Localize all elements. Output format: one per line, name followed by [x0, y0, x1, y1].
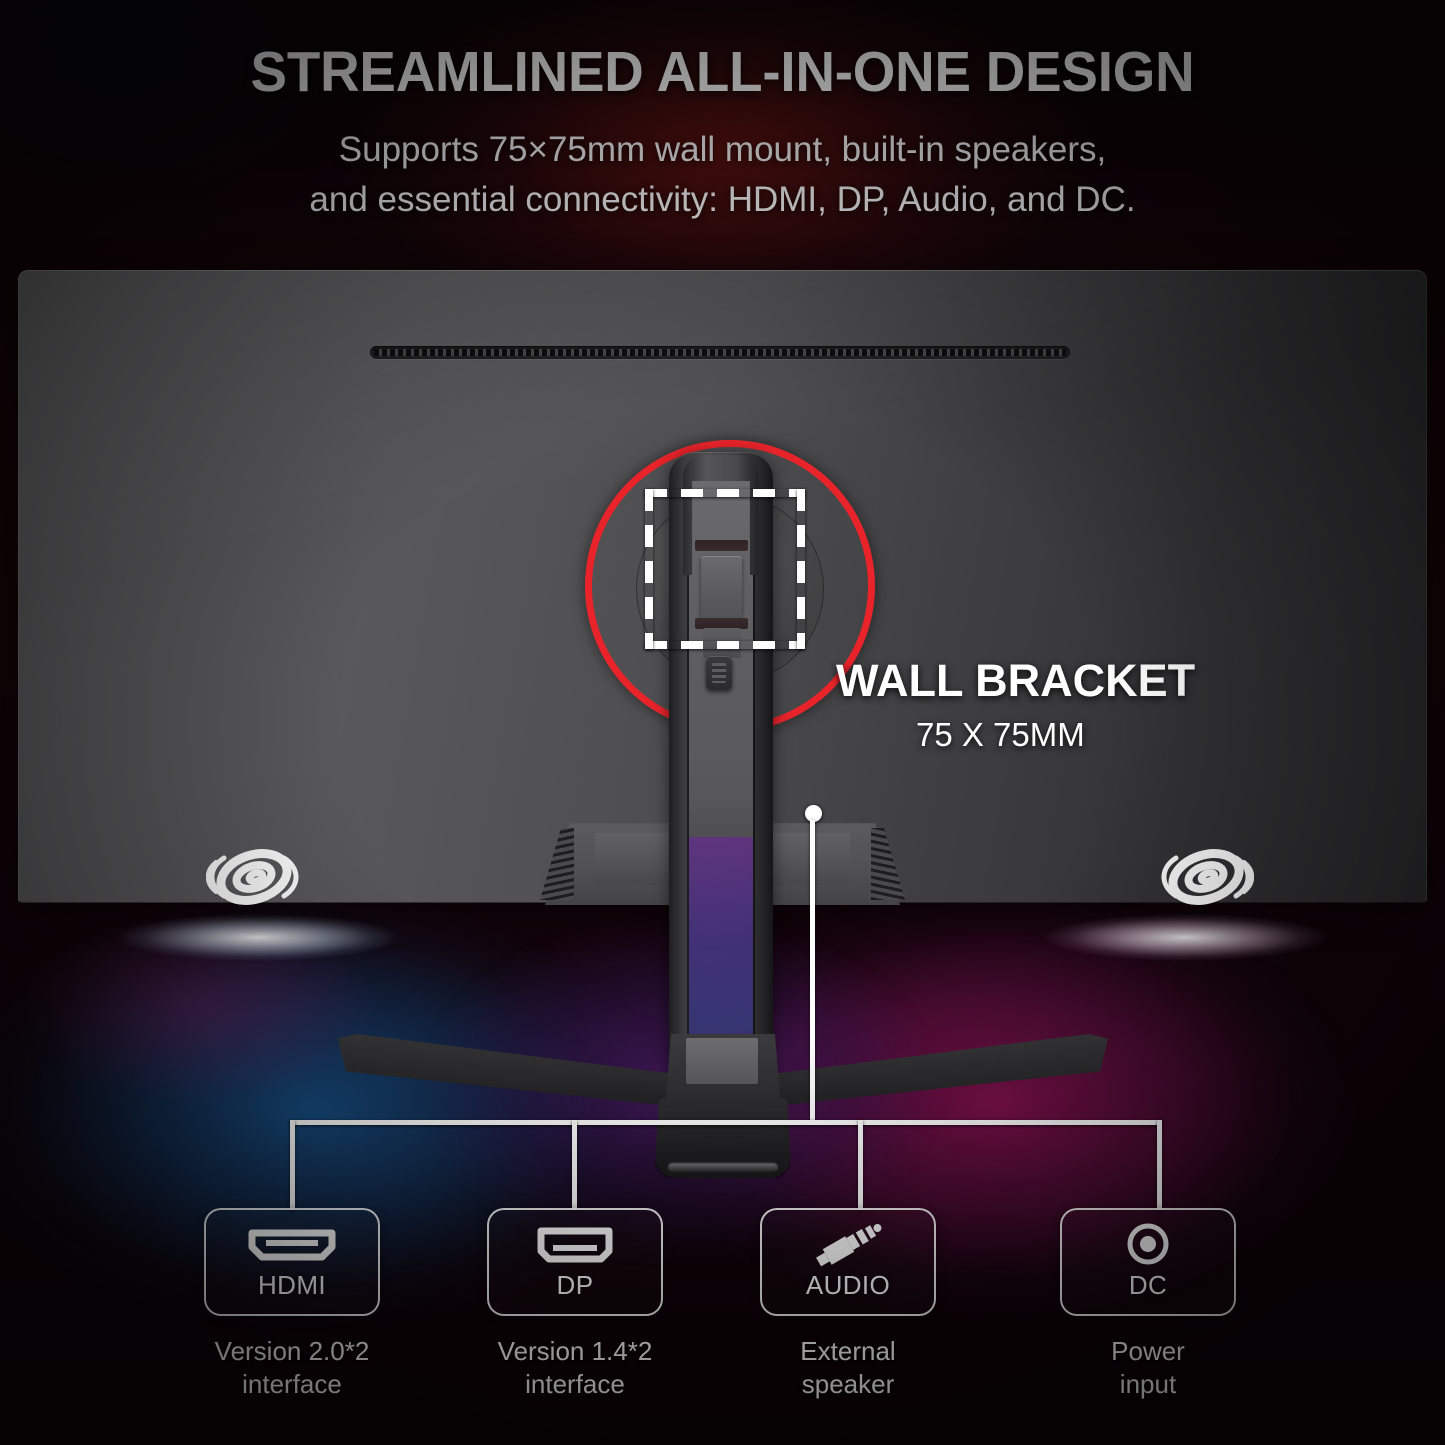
speaker-icon-left — [205, 842, 302, 912]
desk-reflection-left — [85, 913, 430, 971]
leader-vertical-origin — [810, 820, 815, 1122]
dc-power-icon — [1117, 1222, 1179, 1268]
port-caption-audio: External speaker — [800, 1336, 896, 1400]
vent-grille — [370, 346, 1070, 359]
port-caption-dp: Version 1.4*2 interface — [497, 1336, 653, 1400]
vent-slots — [374, 349, 1066, 356]
page-title: STREAMLINED ALL-IN-ONE DESIGN — [250, 40, 1195, 104]
port-card-dc[interactable]: DC — [1060, 1208, 1236, 1316]
leader-horizontal-bar — [290, 1120, 1162, 1125]
subtitle-line-2: and essential connectivity: HDMI, DP, Au… — [309, 179, 1136, 219]
stand-base-plate — [686, 1038, 758, 1084]
port-caption-hdmi: Version 2.0*2 interface — [214, 1336, 370, 1400]
port-card-dp[interactable]: DP — [487, 1208, 663, 1316]
wall-bracket-size: 75 X 75MM — [916, 716, 1085, 753]
vesa-release-pin — [706, 656, 732, 690]
subtitle-line-1: Supports 75×75mm wall mount, built-in sp… — [338, 130, 1107, 169]
port-caption-dc: Power input — [1111, 1336, 1185, 1400]
port-card-audio[interactable]: AUDIO — [760, 1208, 936, 1316]
wall-bracket-title: WALL BRACKET — [836, 655, 1196, 706]
vesa-75x75-dashed-box — [645, 489, 805, 649]
audio-jack-icon — [800, 1222, 896, 1268]
dash-right — [797, 489, 805, 649]
header-block: STREAMLINED ALL-IN-ONE DESIGN Supports 7… — [0, 44, 1445, 224]
speaker-icon-right — [1158, 842, 1255, 912]
port-label-hdmi: HDMI — [257, 1270, 327, 1300]
dash-top — [645, 489, 805, 497]
port-label-dc: DC — [1128, 1270, 1168, 1300]
leader-drop-audio — [858, 1120, 863, 1210]
cable-loop-highlight — [668, 1163, 778, 1172]
displayport-port-icon — [527, 1222, 623, 1268]
dash-bottom — [645, 641, 805, 649]
leader-drop-dp — [572, 1120, 577, 1210]
desk-reflection-right — [1013, 913, 1358, 971]
leader-drop-dc — [1157, 1120, 1162, 1210]
port-card-hdmi[interactable]: HDMI — [204, 1208, 380, 1316]
hdmi-port-icon — [244, 1222, 340, 1268]
leader-drop-hdmi — [290, 1120, 295, 1210]
page-subtitle: Supports 75×75mm wall mount, built-in sp… — [0, 125, 1445, 224]
port-label-audio: AUDIO — [805, 1270, 891, 1300]
port-label-dp: DP — [556, 1270, 594, 1300]
dash-left — [645, 489, 653, 649]
